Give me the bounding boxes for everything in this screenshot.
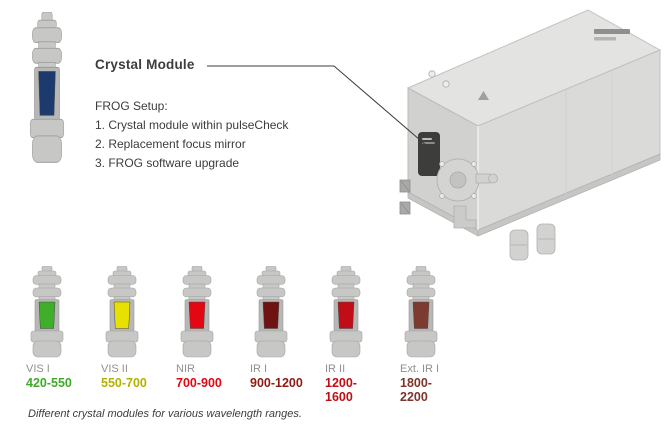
device-feet [509,223,556,261]
module-name-label: VIS I [26,363,50,375]
module-range-label: 1200-1600 [325,376,357,404]
frog-setup-heading: FROG Setup: [95,99,168,113]
module-ir-1: IR I 900-1200 [233,266,309,390]
module-ext-ir-1: Ext. IR I 1800-2200 [383,266,459,404]
crystal-module-illustration [105,266,139,358]
crystal-window [412,301,430,329]
module-range-label: 700-900 [176,376,222,390]
crystal-window [113,301,131,329]
crystal-module-illustration [180,266,214,358]
device-clips [399,179,411,215]
screw-icon [428,70,436,78]
module-name-label: VIS II [101,363,128,375]
module-nir: NIR 700-900 [159,266,235,390]
module-vis-1: VIS I 420-550 [9,266,85,390]
module-name-label: NIR [176,363,195,375]
device-bracket [453,205,477,229]
crystal-module-label: Crystal Module [95,57,195,72]
crystal-window [38,71,56,116]
device-logo [594,29,630,41]
mounting-plate [436,158,498,202]
module-name-label: Ext. IR I [400,363,440,375]
crystal-window [188,301,206,329]
frog-setup-item: 3. FROG software upgrade [95,156,240,170]
module-vis-2: VIS II 550-700 [84,266,160,390]
module-ir-2: IR II 1200-1600 [308,266,384,404]
crystal-module-illustration [404,266,438,358]
module-name-label: IR II [325,363,346,375]
frog-setup-item: 2. Replacement focus mirror [95,137,246,151]
crystal-module-illustration [30,266,64,358]
module-range-label: 1800-2200 [400,376,432,404]
module-range-label: 900-1200 [250,376,303,390]
pulsecheck-device-illustration [399,9,662,261]
crystal-module-slot [418,132,440,176]
crystal-window [337,301,355,329]
figure-caption: Different crystal modules for various wa… [28,408,302,420]
module-range-label: 420-550 [26,376,72,390]
device-emblem-icon [478,91,489,100]
crystal-module-illustration [254,266,288,358]
crystal-module-illustration [329,266,363,358]
crystal-module-illustration [29,12,65,163]
module-range-label: 550-700 [101,376,147,390]
module-name-label: IR I [250,363,268,375]
crystal-window [38,301,56,329]
frog-setup-item: 1. Crystal module within pulseCheck [95,118,289,132]
crystal-window [262,301,280,329]
frog-setup-block: FROG Setup: 1. Crystal module within pul… [95,97,288,173]
screw-icon [442,80,450,88]
